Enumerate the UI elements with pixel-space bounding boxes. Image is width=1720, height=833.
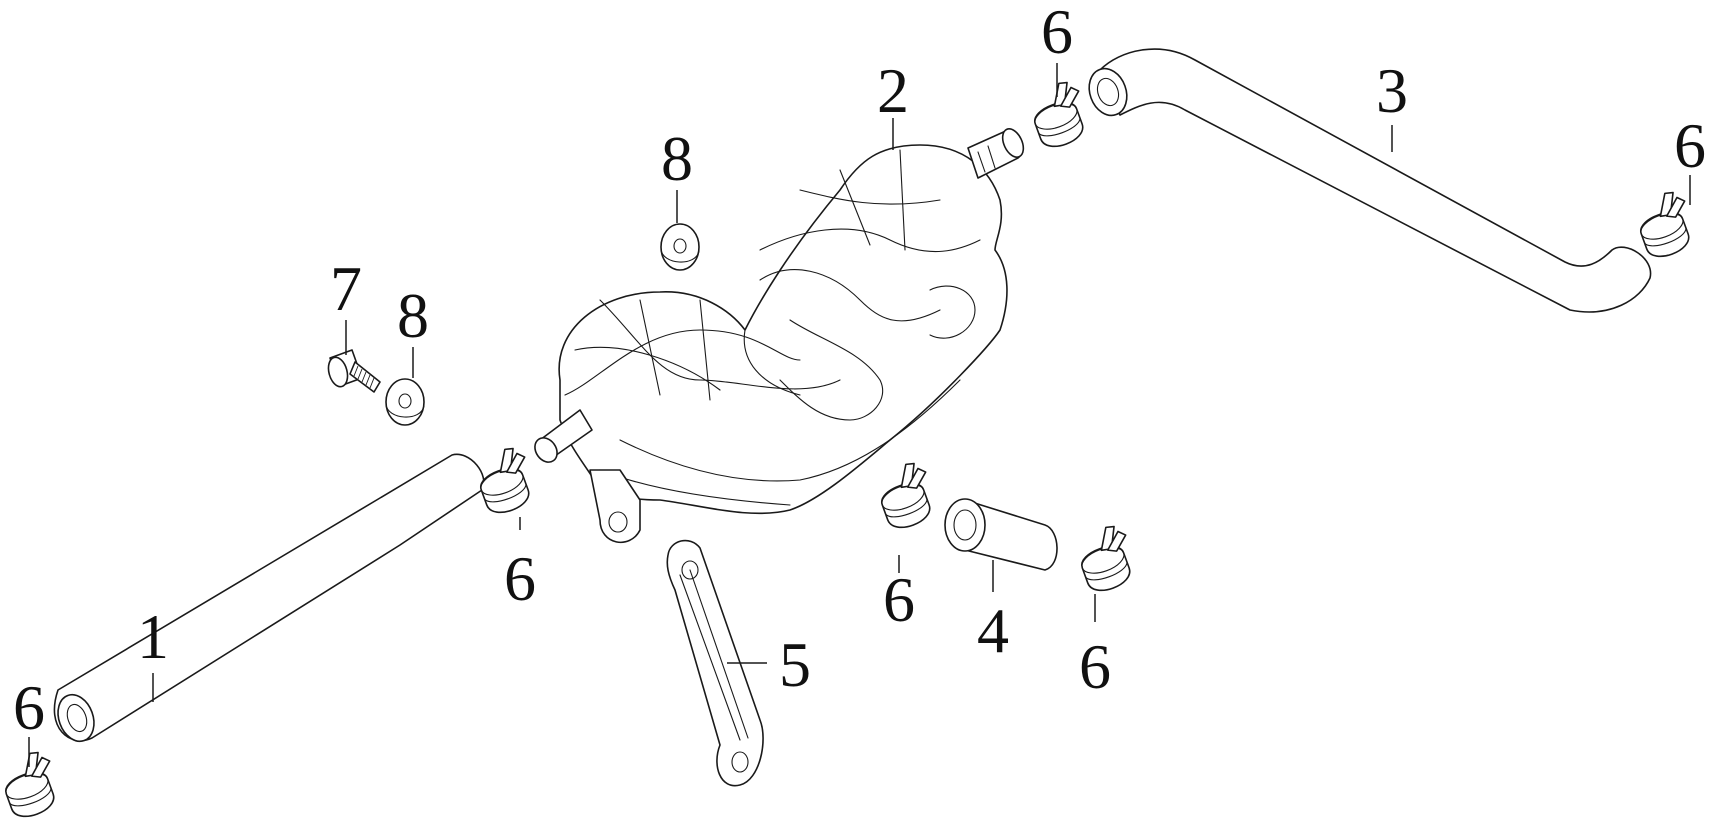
washer-upper [660,223,700,271]
callout-part-6-short-left: 6 [883,564,915,635]
callout-part-8-upper: 8 [661,123,693,194]
bracket [666,539,764,787]
callout-part-7: 7 [330,253,362,324]
callout-part-5: 5 [779,629,811,700]
callouts: 1 2 3 4 5 6 6 6 6 6 6 7 8 8 [13,0,1706,743]
hose-upper [1088,48,1652,313]
callout-part-6-right: 6 [1674,110,1706,181]
reservoir-tank [534,128,1025,544]
clamp-lower-end [0,747,67,823]
callout-part-6-left-nozzle: 6 [504,543,536,614]
clamp-short-hose-left [871,458,943,534]
callout-part-6-top: 6 [1041,0,1073,67]
callout-part-1: 1 [137,601,169,672]
callout-part-2: 2 [877,55,909,126]
clamp-top-nozzle [1024,77,1096,153]
hose-short [944,498,1058,571]
callout-part-6-lower-end: 6 [13,672,45,743]
callout-part-6-short-right: 6 [1079,631,1111,702]
callout-part-4: 4 [977,595,1009,666]
leader-lines [28,63,1691,767]
washer-lower [385,378,425,426]
callout-part-3: 3 [1376,55,1408,126]
callout-part-8-lower: 8 [397,280,429,351]
bolt [327,349,381,393]
hose-lower [53,453,485,743]
clamp-short-hose-right [1071,521,1143,597]
